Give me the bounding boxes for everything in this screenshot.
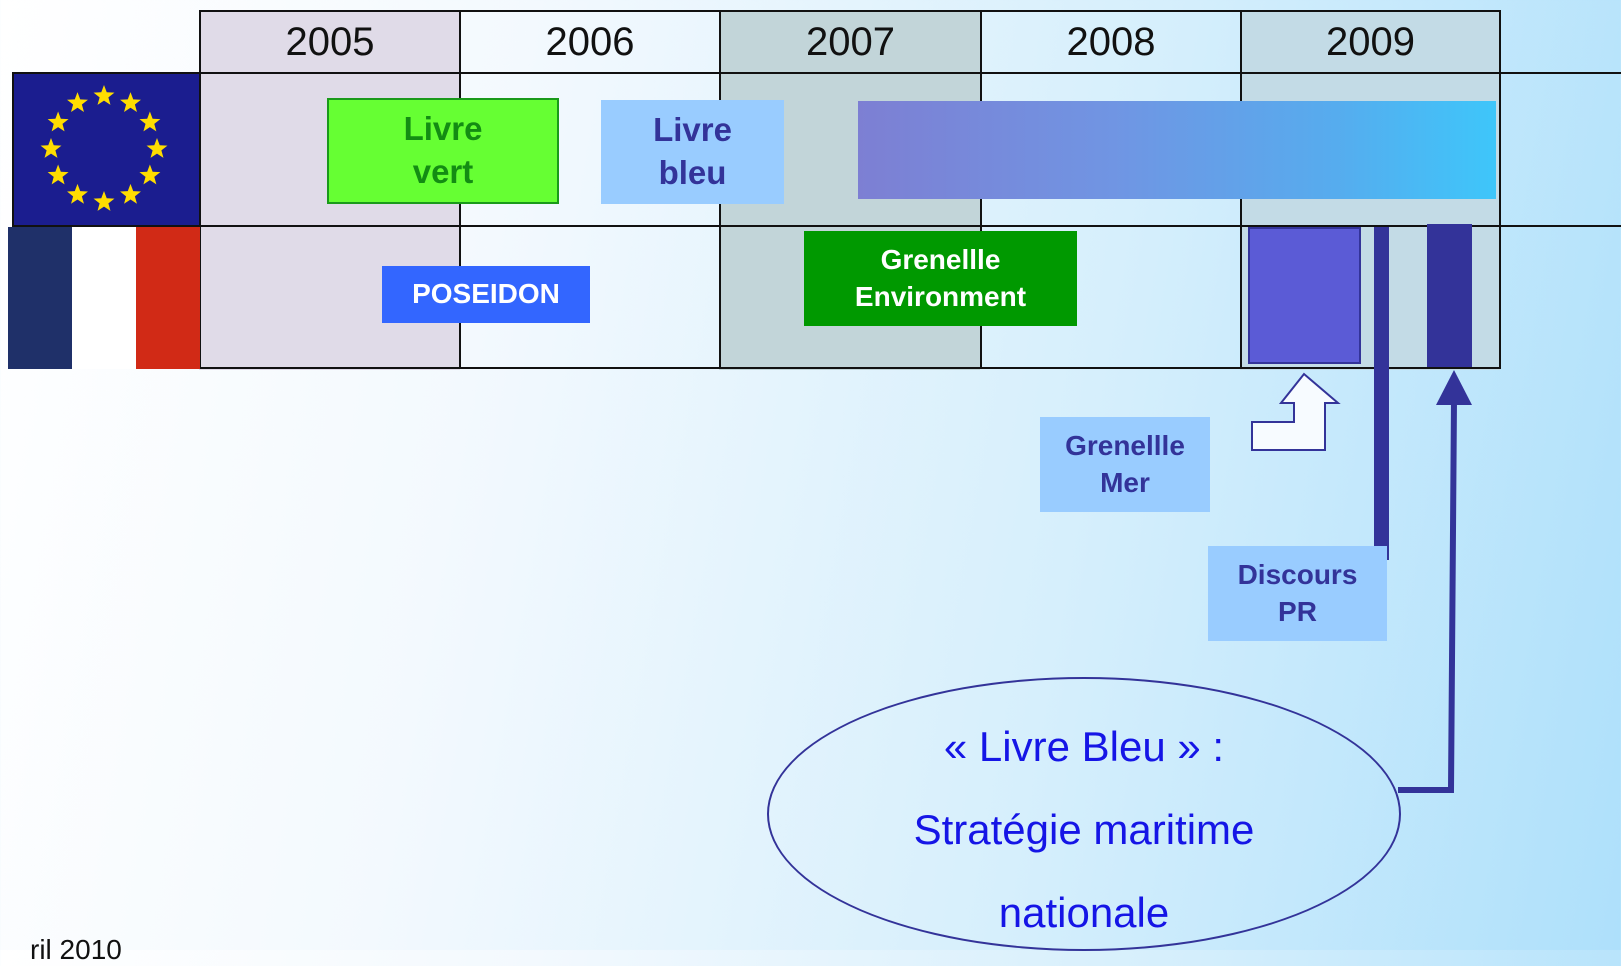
eu-star-icon [120, 92, 141, 112]
strategy-arrow-line [1398, 399, 1457, 793]
grenelle-mer-arrow-icon [1251, 372, 1341, 451]
grid-line-top [18, 72, 1621, 74]
livre-vert-box: Livre vert [327, 98, 559, 204]
grid-line-vertical [1240, 72, 1242, 369]
year-label: 2009 [1326, 19, 1415, 64]
livre-bleu-line-2: bleu [658, 154, 727, 191]
grenelle-mer-line-1: Grenellle [1065, 430, 1185, 462]
grid-line-middle [18, 225, 1621, 227]
year-label: 2005 [285, 19, 375, 64]
grenelle-env-line-2: Environment [854, 280, 1027, 312]
eu-star-icon [139, 111, 161, 132]
discours-pr-line-2: PR [1278, 595, 1317, 627]
eu-flag [12, 72, 201, 227]
livre-bleu-national-block [1427, 224, 1472, 367]
footer-date-fragment: ril 2010 [30, 934, 122, 965]
grid-line-vertical [459, 72, 461, 369]
eu-star-icon [120, 183, 141, 204]
discours-pr-line-1: Discours [1237, 559, 1358, 591]
livre-vert-line-1: Livre [403, 110, 483, 148]
grenelle-env-line-1: Grenellle [880, 244, 1001, 276]
eu-star-icon [93, 85, 115, 105]
eu-maritime-policy-bar [858, 101, 1496, 199]
grenelle-mer-block [1248, 227, 1361, 364]
discours-pr-bar [1374, 227, 1389, 560]
livre-bleu-box: Livre bleu [601, 100, 784, 204]
grid-line-vertical [980, 72, 982, 369]
livre-vert-line-2: vert [412, 153, 474, 190]
year-label: 2007 [806, 19, 895, 64]
eu-star-icon [93, 191, 115, 211]
grenelle-mer-line-2: Mer [1100, 466, 1150, 498]
eu-star-icon [47, 111, 69, 132]
eu-stars-icon [40, 85, 168, 211]
livre-bleu-line-1: Livre [653, 111, 732, 149]
eu-star-icon [47, 164, 69, 185]
ellipse-line-3: nationale [998, 889, 1170, 936]
eu-star-icon [40, 138, 62, 158]
grid-line-bottom [199, 367, 1501, 369]
eu-star-icon [67, 183, 88, 204]
eu-star-icon [146, 138, 168, 158]
eu-star-icon [67, 92, 88, 112]
eu-star-icon [139, 164, 161, 185]
year-label: 2006 [545, 19, 635, 64]
ellipse-line-1: « Livre Bleu » : [943, 723, 1225, 770]
grid-line-vertical [1499, 72, 1501, 369]
grid-line-vertical [719, 72, 721, 369]
strategy-arrow-head-icon [1436, 370, 1472, 405]
poseidon-box: POSEIDON [382, 266, 590, 323]
french-flag [8, 227, 200, 369]
year-label: 2008 [1066, 19, 1156, 64]
poseidon-label: POSEIDON [412, 278, 560, 310]
ellipse-line-2: Stratégie maritime [913, 806, 1255, 853]
